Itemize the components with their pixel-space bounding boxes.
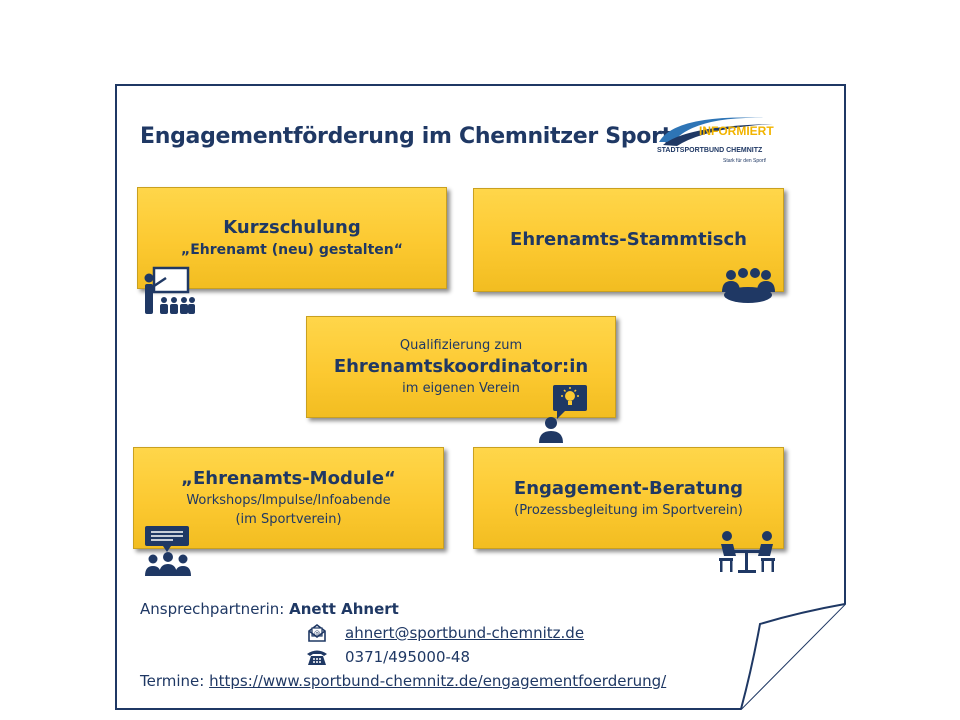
box-kurzschulung: Kurzschulung „Ehrenamt (neu) gestalten“ [137,187,447,289]
idea-person-icon [539,385,587,443]
termine-link[interactable]: https://www.sportbund-chemnitz.de/engage… [209,672,667,690]
contact-line: Ansprechpartnerin: Anett Ahnert [140,600,399,618]
phone-icon [307,650,327,665]
email-link[interactable]: ahnert@sportbund-chemnitz.de [345,624,584,642]
contact-label: Ansprechpartnerin: [140,600,285,618]
meeting-group-icon [722,268,775,303]
page-title: Engagementförderung im Chemnitzer Sport [140,124,672,149]
kurzschulung-subtitle: „Ehrenamt (neu) gestalten“ [181,242,403,258]
koordinator-post: im eigenen Verein [402,381,520,396]
module-line1: Workshops/Impulse/Infoabende [186,493,391,508]
beratung-heading: Engagement-Beratung [513,477,744,499]
contact-name: Anett Ahnert [289,600,399,618]
termine-line: Termine: https://www.sportbund-chemnitz.… [140,672,666,690]
kurzschulung-heading: Kurzschulung [223,217,361,238]
box-beratung: Engagement-Beratung (Prozessbegleitung i… [473,447,784,549]
logo-word: INFORMIERT [699,124,774,138]
beratung-subtitle: (Prozessbegleitung im Sportverein) [514,502,743,518]
svg-text:@: @ [314,630,320,637]
stammtisch-heading: Ehrenamts-Stammtisch [510,229,747,250]
koordinator-pre: Qualifizierung zum [399,338,523,353]
logo-org: STADTSPORTBUND CHEMNITZ [657,147,763,154]
koordinator-heading: Ehrenamtskoordinator:in [333,356,589,377]
module-heading: „Ehrenamts-Module“ [181,468,396,489]
discussion-group-icon [145,526,191,576]
consultation-table-icon [719,531,775,573]
email-address[interactable]: ahnert@sportbund-chemnitz.de [345,624,585,642]
termine-label: Termine: [140,672,205,690]
logo-swoosh-icon [659,117,773,146]
phone-number: 0371/495000-48 [345,648,470,666]
email-icon: @ [308,624,326,642]
logo-tagline: Stark für den Sport! [723,158,767,164]
module-line2: (im Sportverein) [235,512,342,527]
presenter-icon [144,266,195,314]
stadtsportbund-logo: INFORMIERT STADTSPORTBUND CHEMNITZ Stark… [655,112,785,174]
box-stammtisch: Ehrenamts-Stammtisch [473,188,784,292]
